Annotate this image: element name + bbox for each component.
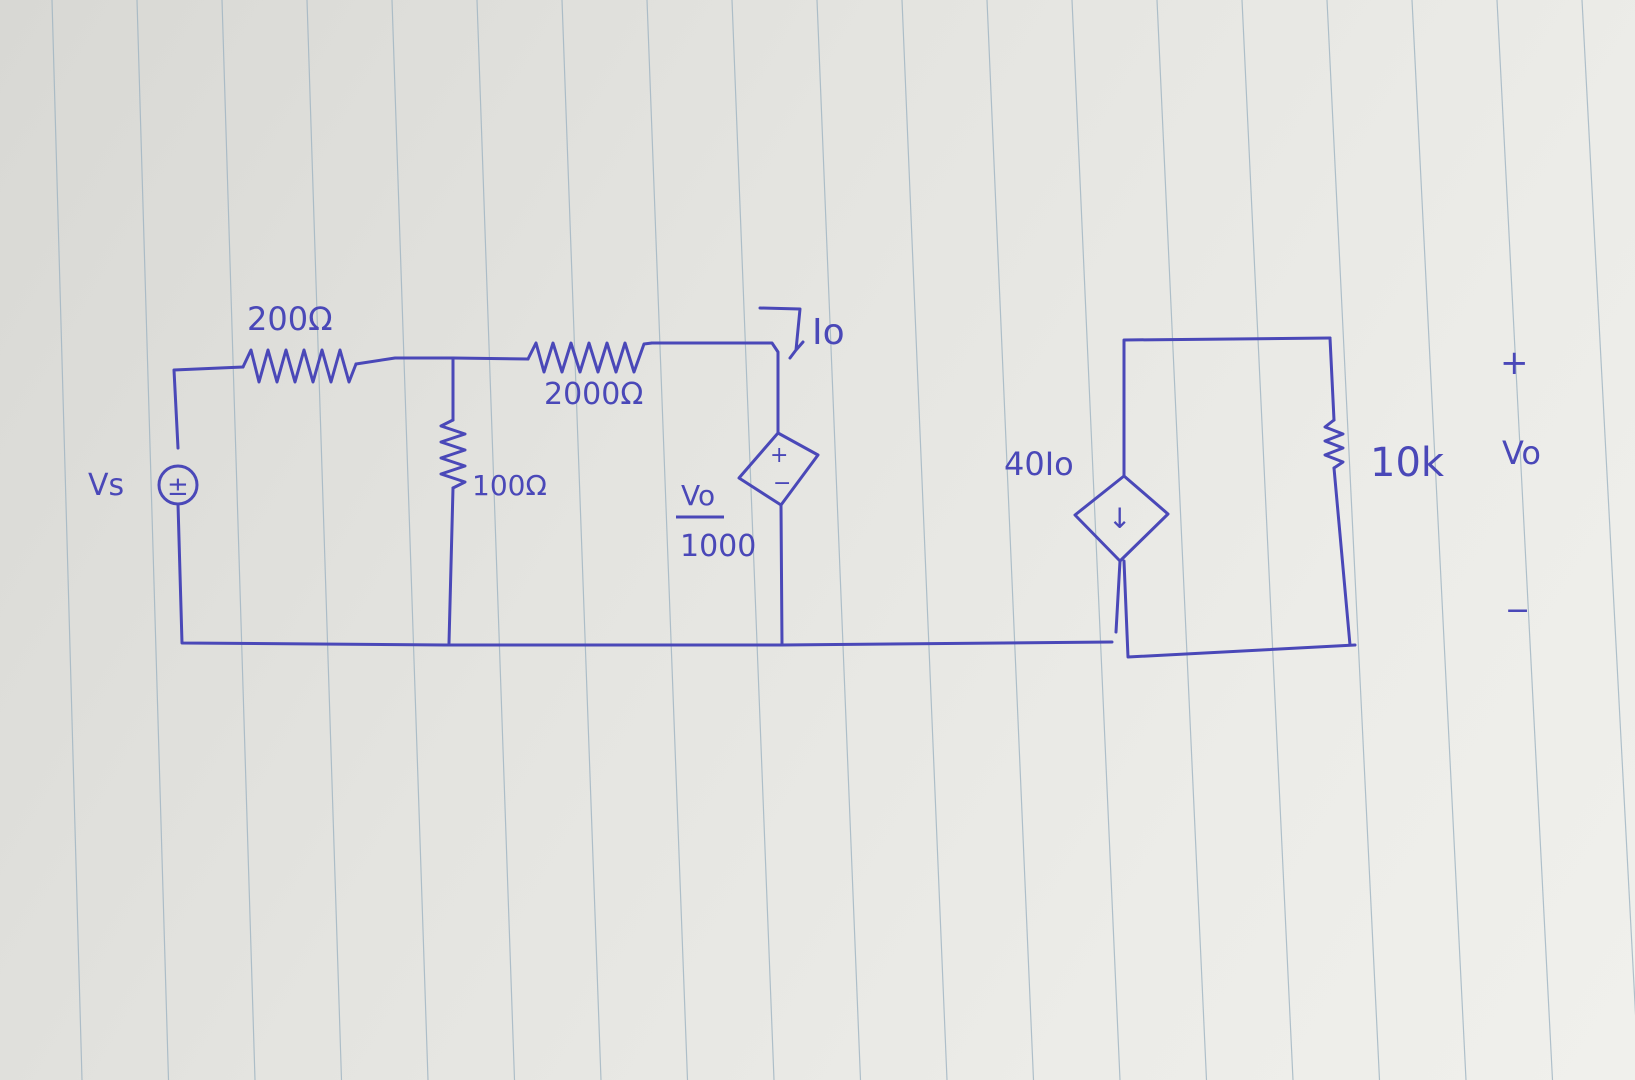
paper-rule-line [221, 0, 256, 1080]
wire-node-a [354, 356, 530, 366]
dep-vs-minus: − [773, 471, 791, 496]
paper-rule-line [646, 0, 689, 1080]
resistor-100-zigzag [439, 418, 467, 490]
dep-vs-numerator: Vo [681, 479, 715, 512]
paper-rule-line [731, 0, 775, 1080]
paper-rule-line [1241, 0, 1294, 1080]
output-minus: − [1505, 593, 1530, 628]
paper-rule-line [1411, 0, 1467, 1080]
paper-rule-line [1496, 0, 1554, 1080]
paper-rule-line [901, 0, 948, 1080]
circuit-labels: Vs ± 200Ω 100Ω 2000Ω Io + − Vo 1000 40Io… [88, 300, 1541, 628]
output-plus: + [1500, 343, 1529, 383]
wire-csource-bottom [1114, 559, 1357, 659]
wire-load-top [1328, 336, 1336, 422]
dep-vs-plus: + [770, 443, 788, 468]
label-dep-current-source: 40Io [1004, 445, 1074, 483]
paper-rule-line [986, 0, 1035, 1080]
label-vo-output: Vo [1502, 434, 1541, 472]
paper-rule-line [1156, 0, 1208, 1080]
io-current-arrow [758, 306, 805, 360]
paper-rule-line [136, 0, 170, 1080]
paper-rule-line [1581, 0, 1635, 1016]
wire-dep-vs-bottom [779, 503, 784, 647]
dep-csource-arrow: ↓ [1108, 502, 1131, 535]
wire-to-io [650, 341, 780, 435]
paper-rule-line [391, 0, 429, 1080]
wire-csource-top [1122, 336, 1332, 478]
resistor-10k-zigzag [1323, 418, 1345, 470]
label-r3: 2000Ω [544, 377, 643, 412]
paper-rule-line [561, 0, 602, 1080]
paper-rule-line [1071, 0, 1121, 1080]
label-vs: Vs [88, 468, 124, 503]
paper-rule-line [306, 0, 343, 1080]
wire-load-bottom [1332, 466, 1352, 647]
wire-bottom-rail [443, 640, 1114, 647]
circuit-diagram [157, 306, 1357, 659]
wire-source-bottom [176, 502, 447, 647]
wire-100-bottom [447, 486, 455, 645]
voltage-source-vs [157, 365, 447, 647]
paper-rule-lines [51, 0, 1635, 1080]
dep-vs-denominator: 1000 [680, 529, 756, 564]
source-polarity-symbol: ± [167, 472, 189, 502]
label-r2: 100Ω [472, 469, 547, 502]
paper-rule-line [476, 0, 516, 1080]
label-io: Io [812, 312, 845, 353]
paper-rule-line [1326, 0, 1381, 1080]
resistor-2000-zigzag [526, 341, 654, 374]
resistor-200-zigzag [241, 348, 358, 384]
label-r1: 200Ω [247, 300, 333, 338]
paper-rule-line [816, 0, 862, 1080]
wire-source-top [172, 365, 245, 450]
label-r-load: 10k [1370, 440, 1445, 486]
paper-rule-line [51, 0, 83, 1080]
